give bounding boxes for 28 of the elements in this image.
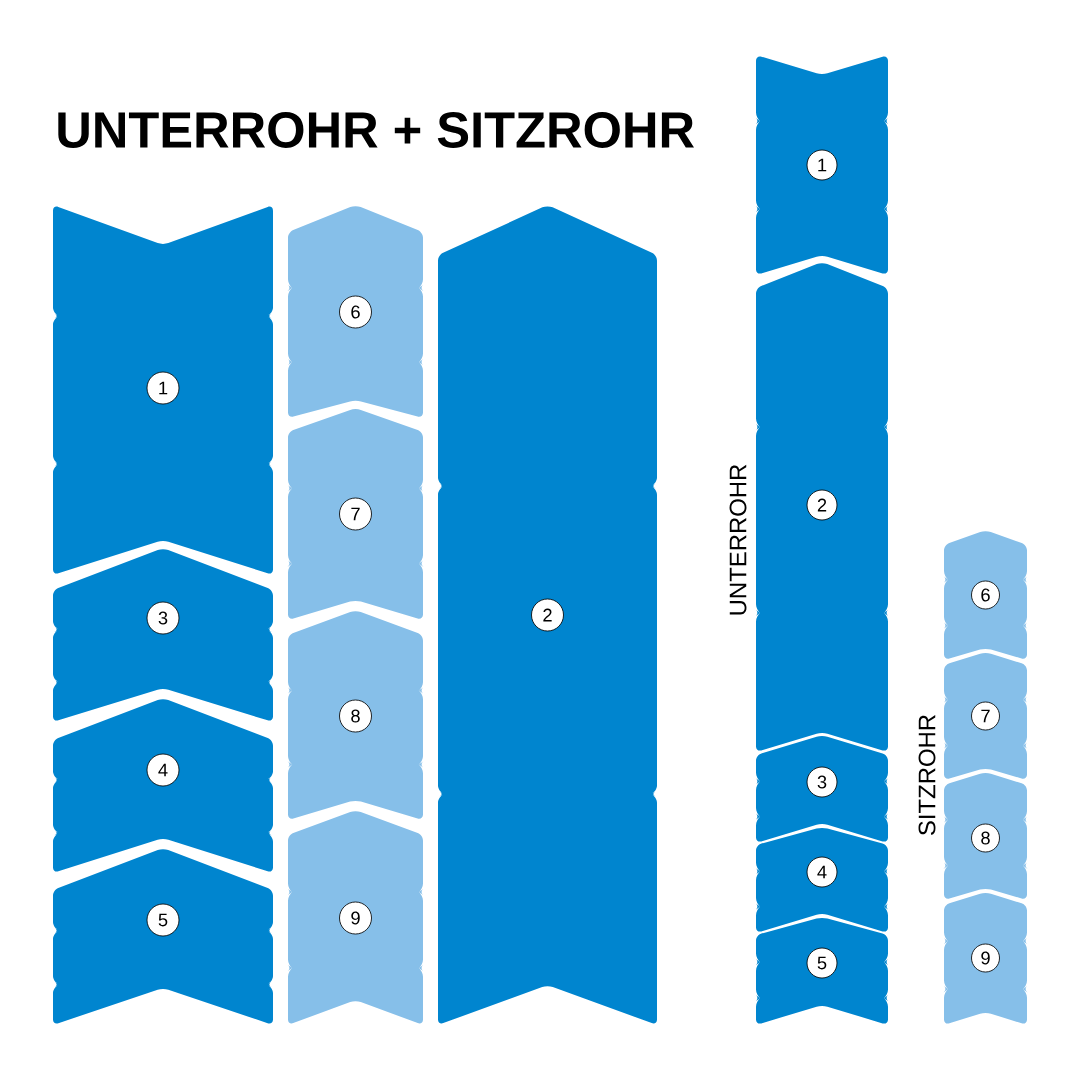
sticker-piece: 7 <box>943 653 1028 779</box>
sticker-piece: 9 <box>287 811 424 1024</box>
node-label: 4 <box>158 763 168 777</box>
sticker-piece: 8 <box>943 773 1028 899</box>
title: UNTERROHR + SITZROHR <box>58 112 694 148</box>
sticker-piece: 1 <box>755 56 889 274</box>
node-label: 4 <box>817 865 827 879</box>
sticker-piece: 7 <box>287 409 424 619</box>
sticker-piece: 8 <box>287 611 424 819</box>
node-label: 3 <box>817 775 827 789</box>
node-label: 5 <box>158 913 168 927</box>
sticker-piece: 4 <box>53 699 273 872</box>
sticker-piece: 1 <box>53 206 273 574</box>
sticker-piece: 6 <box>943 531 1028 659</box>
node-label: 1 <box>159 381 168 395</box>
sticker-piece: 6 <box>287 206 424 417</box>
sticker-piece: 3 <box>53 549 273 721</box>
node-label: 3 <box>158 611 168 625</box>
sticker-piece: 2 <box>755 263 889 751</box>
node-label: 5 <box>817 956 827 970</box>
vertical-label: SITZROHR <box>918 715 936 835</box>
sticker-piece: 9 <box>943 893 1028 1024</box>
sticker-piece: 3 <box>755 735 889 842</box>
sticker-piece: 5 <box>755 917 889 1024</box>
sticker-piece: 4 <box>755 827 889 932</box>
sticker-piece: 5 <box>53 849 273 1024</box>
sticker-piece: 2 <box>438 206 657 1024</box>
node-label: 2 <box>817 498 827 512</box>
